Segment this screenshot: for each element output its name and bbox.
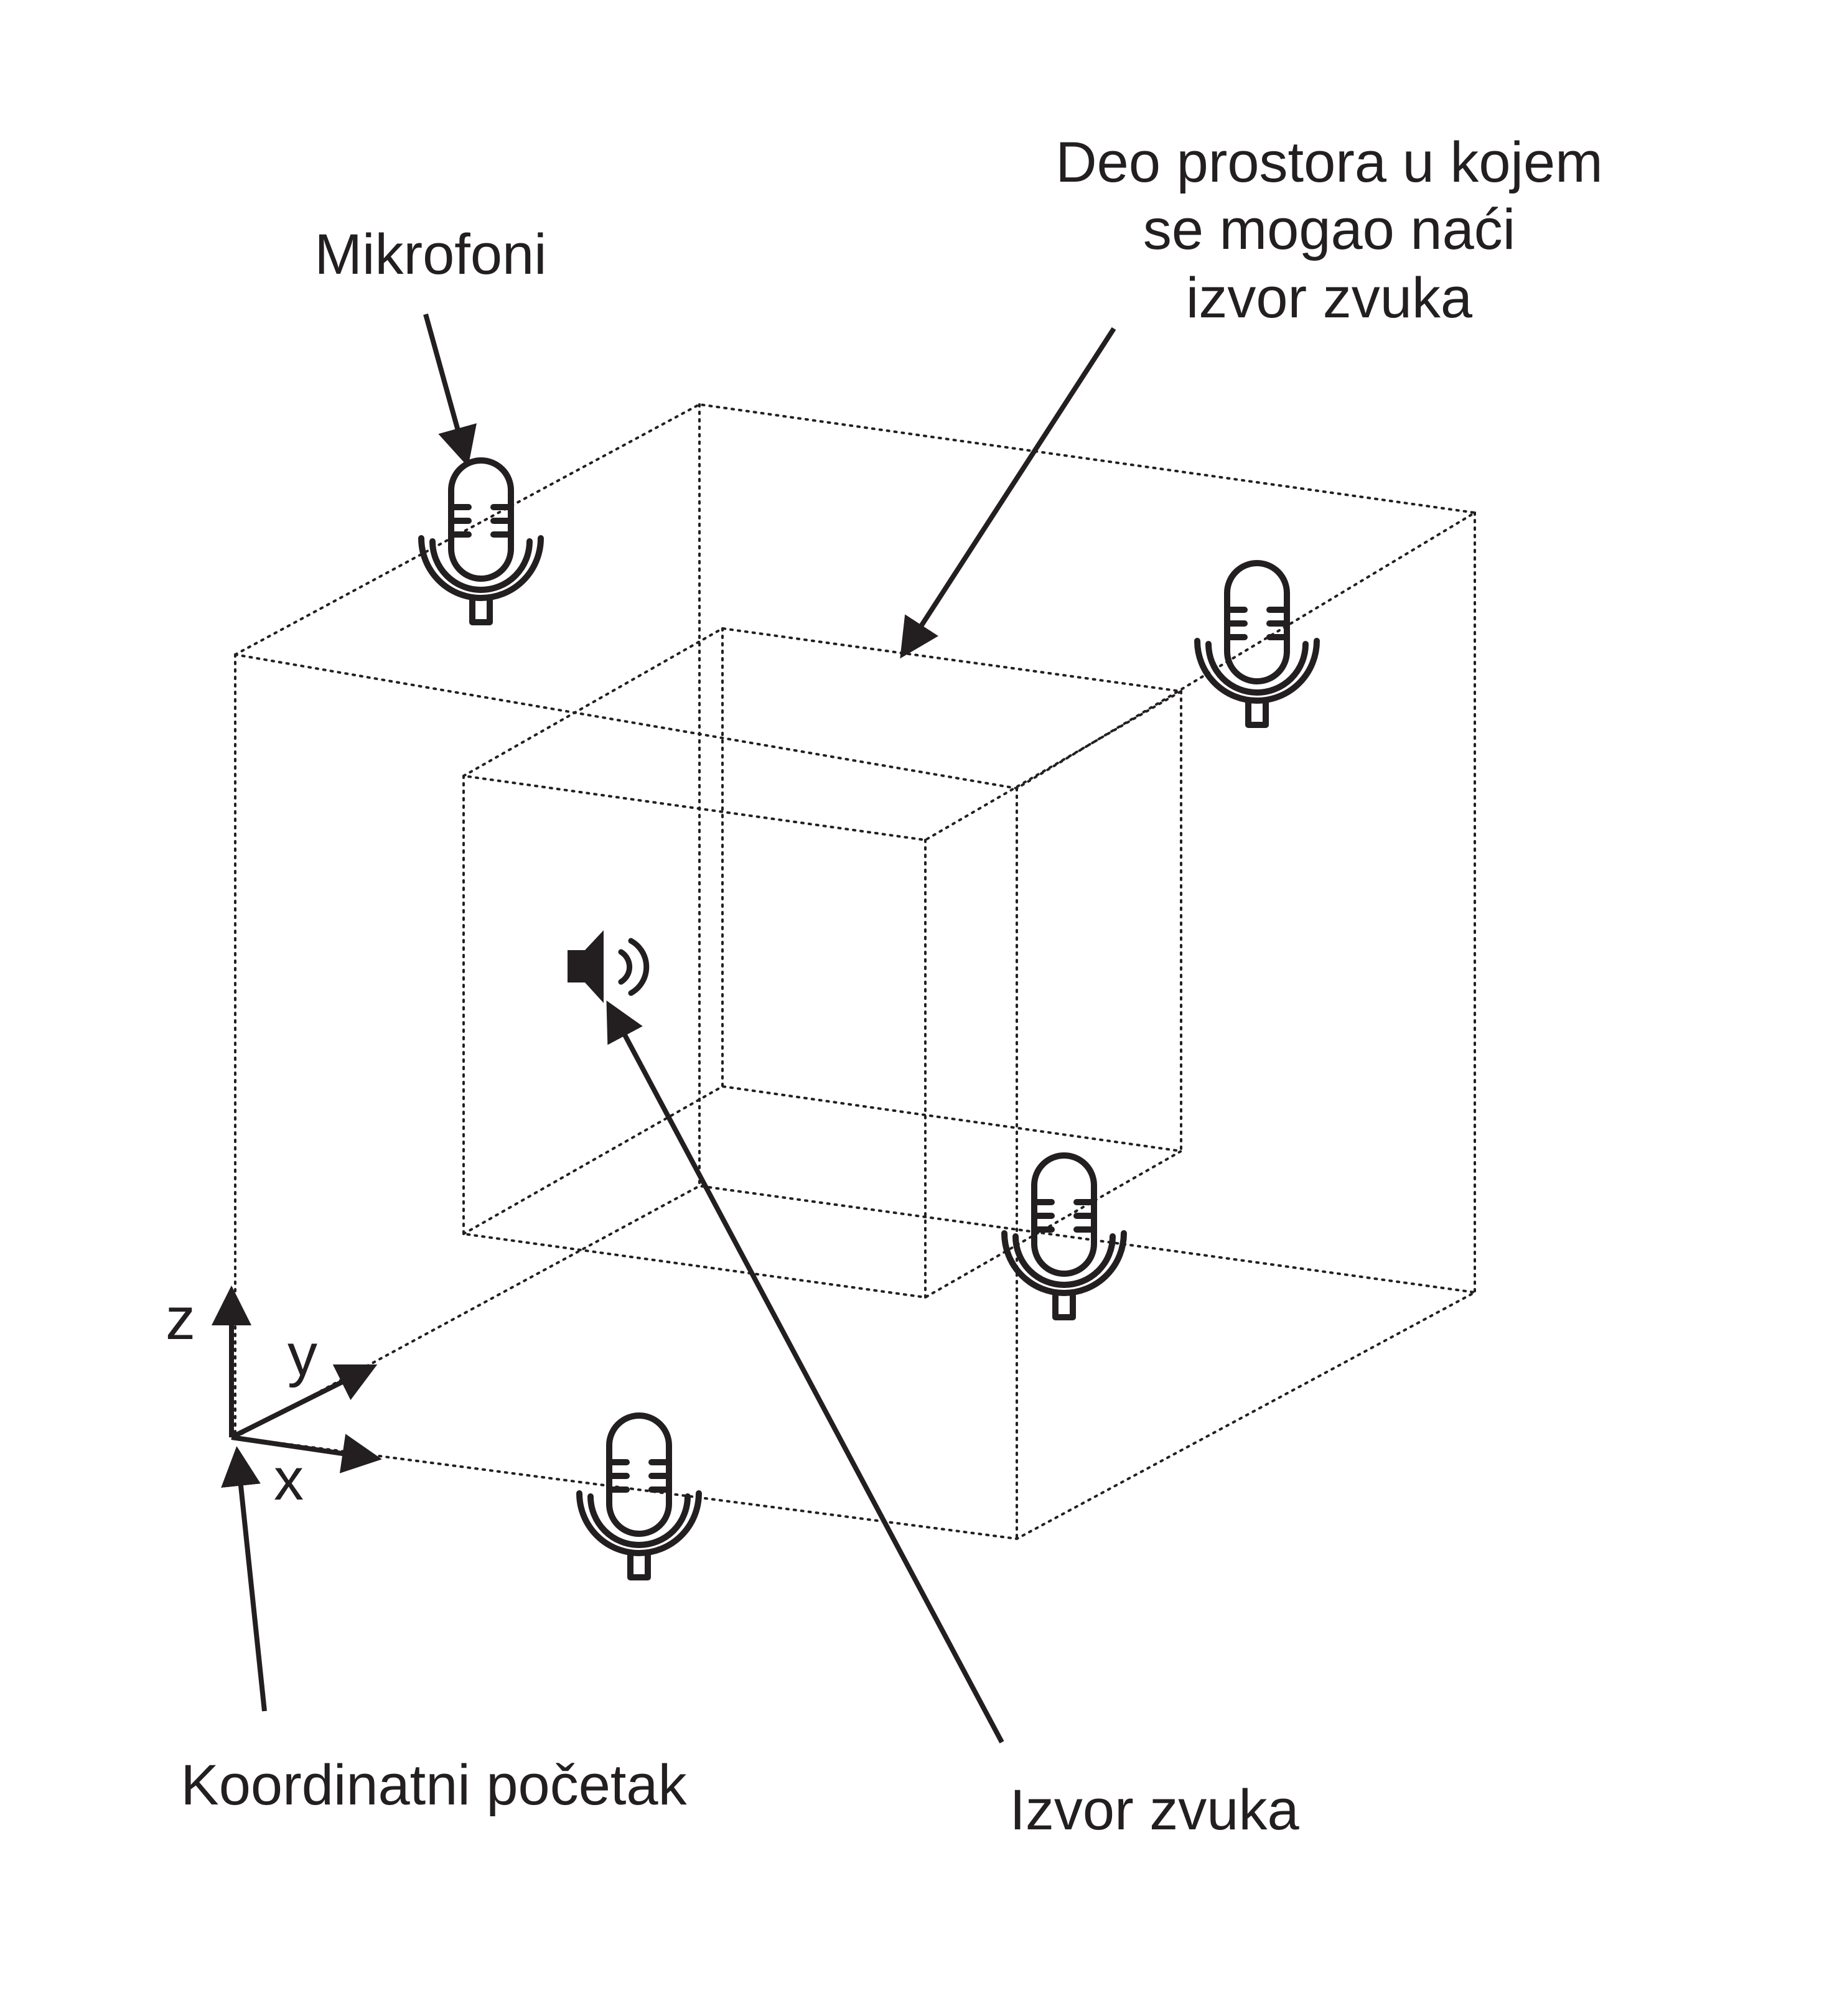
inner-box [462, 627, 1185, 1299]
microphone-icon [579, 1416, 699, 1577]
microphones-label: Mikrofoni [314, 223, 546, 286]
coordinate-axes: z y x [166, 1286, 382, 1513]
region-label-line3: izvor zvuka [1186, 266, 1473, 330]
source-label: Izvor zvuka [1009, 1778, 1299, 1842]
region-label-line2: se mogao naći [1143, 198, 1515, 261]
outer-box [234, 403, 1479, 1541]
x-axis [231, 1434, 382, 1473]
y-axis [230, 1364, 378, 1440]
x-axis-label: x [274, 1446, 304, 1513]
y-axis-label: y [287, 1322, 317, 1388]
region-label-line1: Deo prostora u kojem [1055, 131, 1603, 194]
microphone-icon [1197, 563, 1317, 725]
region-arrow [900, 327, 1116, 659]
microphone-icon [421, 460, 541, 622]
speaker-icon [568, 930, 650, 1003]
origin-label: Koordinatni početak [180, 1753, 687, 1817]
source-arrow [606, 1000, 1004, 1743]
z-axis-label: z [166, 1286, 195, 1352]
origin-arrow [221, 1446, 267, 1712]
microphones-arrow [423, 313, 477, 467]
